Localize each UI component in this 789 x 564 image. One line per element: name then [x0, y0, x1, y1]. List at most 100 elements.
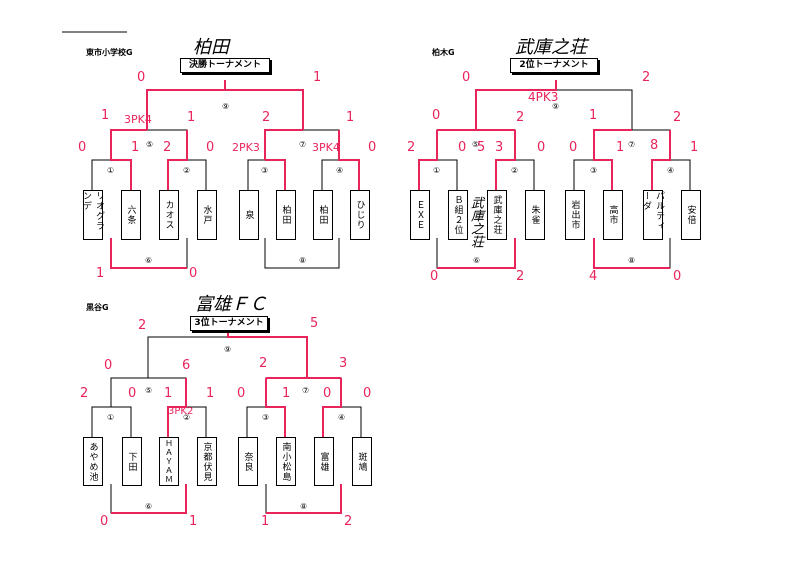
match-number: ②	[183, 413, 191, 422]
score: 0	[569, 140, 578, 155]
match-number: ⑨	[224, 345, 232, 354]
score: 1	[616, 140, 625, 155]
score: 0	[100, 514, 109, 529]
score: 1	[282, 386, 291, 401]
match-number: ⑥	[473, 256, 481, 265]
team-box: 下田	[122, 437, 142, 486]
team-box: 斑鳩	[352, 437, 372, 486]
match-number: ①	[107, 413, 115, 422]
score: 2PK3	[232, 141, 260, 154]
match-number: ⑧	[628, 256, 636, 265]
score: 1	[261, 514, 270, 529]
team-box: カオス	[159, 190, 179, 240]
score: 2	[262, 110, 271, 125]
match-number: ③	[261, 166, 269, 175]
match-number: ②	[511, 166, 519, 175]
team-box: 京都伏見	[197, 437, 217, 486]
team-box: ひじり	[350, 190, 370, 240]
match-number: ⑥	[145, 256, 153, 265]
match-number: ④	[338, 413, 346, 422]
score: 2	[138, 318, 147, 333]
score: 1	[96, 266, 105, 281]
score: 2	[407, 140, 416, 155]
match-number: ⑨	[222, 102, 230, 111]
signature: 武庫之荘	[515, 37, 587, 58]
team-box: 泉	[239, 190, 259, 240]
score: 0	[78, 140, 87, 155]
group-label: 黒谷G	[86, 303, 109, 312]
team-box: 柏田	[313, 190, 333, 240]
score: 3PK2	[168, 406, 194, 417]
score: 0	[104, 358, 113, 373]
signature: 富雄ＦＣ	[195, 294, 267, 315]
score: 0	[237, 386, 246, 401]
match-number: ②	[183, 166, 191, 175]
score: 1	[131, 140, 140, 155]
score: 0	[363, 386, 372, 401]
score: 2	[80, 386, 89, 401]
score: 0	[673, 269, 682, 284]
score: 5	[477, 140, 486, 155]
score: 2	[642, 70, 651, 85]
score: 1	[690, 140, 699, 155]
score: 1	[164, 386, 173, 401]
score: 0	[537, 140, 546, 155]
score: 0	[458, 140, 467, 155]
team-box: 六条	[121, 190, 141, 240]
score: 1	[313, 70, 322, 85]
signature: 柏田	[193, 37, 229, 58]
team-box: 南小松島	[276, 437, 296, 486]
score: 8	[650, 138, 659, 153]
score: 0	[189, 266, 198, 281]
match-number: ⑤	[146, 140, 154, 149]
match-number: ③	[262, 413, 270, 422]
match-number: ⑥	[145, 502, 153, 511]
score: 2	[516, 269, 525, 284]
score: 0	[128, 386, 137, 401]
score: 2	[259, 356, 268, 371]
score: 0	[323, 386, 332, 401]
score: 2	[163, 140, 172, 155]
match-number: ⑤	[145, 386, 153, 395]
score: 4	[589, 269, 598, 284]
score: 1	[589, 108, 598, 123]
team-box: パルティーダ	[641, 190, 664, 240]
score: 2	[344, 514, 353, 529]
score: 3PK4	[312, 141, 340, 154]
match-number: ⑤	[472, 140, 480, 149]
team-box: 安倍	[681, 190, 701, 240]
tournament-title: 2位トーナメント	[510, 58, 598, 73]
match-number: ⑦	[299, 140, 307, 149]
score: 1	[101, 108, 110, 123]
score: 1	[346, 110, 355, 125]
team-box: ＨＡＹＡＭ	[159, 437, 179, 486]
score: 1	[187, 110, 196, 125]
score: 0	[430, 269, 439, 284]
tournament-title: 決勝トーナメント	[180, 58, 270, 73]
team-box: 富雄	[314, 437, 334, 486]
match-number: ⑧	[300, 502, 308, 511]
team-box: 水戸	[197, 190, 217, 240]
score: 3	[495, 140, 504, 155]
team-box: 武庫之荘	[487, 190, 507, 240]
score: 3	[339, 356, 348, 371]
match-number: ⑨	[552, 102, 560, 111]
score: 0	[206, 140, 215, 155]
team-box: 岩出市	[565, 190, 585, 240]
group-label: 柏木G	[432, 48, 455, 57]
score: 2	[516, 110, 525, 125]
score: 0	[462, 70, 471, 85]
team-box: 奈良	[238, 437, 258, 486]
team-box: 朱雀	[525, 190, 545, 240]
score: 2	[673, 110, 682, 125]
match-number: ①	[433, 166, 441, 175]
match-number: ④	[336, 166, 344, 175]
team-box: Ｂ組２位	[448, 190, 468, 240]
score: 6	[182, 358, 191, 373]
match-number: ④	[667, 166, 675, 175]
team-box: 高市	[603, 190, 623, 240]
score: 0	[432, 108, 441, 123]
match-number: ③	[590, 166, 598, 175]
group-label: 東市小学校G	[86, 48, 133, 57]
